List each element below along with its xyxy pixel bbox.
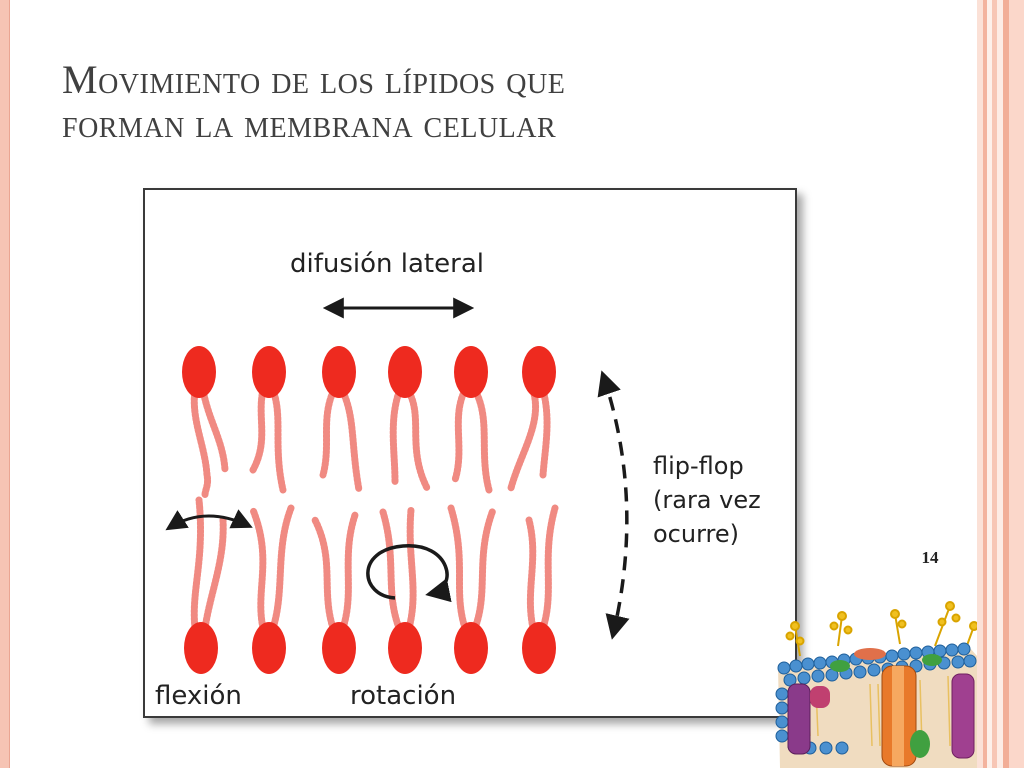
right-decorative-stripes — [977, 0, 1024, 768]
bottom-lipid — [379, 506, 422, 674]
lipid-head — [454, 622, 488, 674]
slide-title: Movimiento de los lípidos que forman la … — [62, 58, 942, 146]
membrane-protein — [787, 683, 811, 755]
glycan-chains — [785, 601, 977, 657]
top-lipid — [388, 346, 431, 492]
bottom-lipid — [184, 496, 227, 674]
bottom-lipid — [249, 504, 295, 674]
lipid-head — [322, 622, 356, 674]
lipid-head — [522, 346, 556, 398]
lipid-head — [252, 622, 286, 674]
label-lateral-diffusion: difusión lateral — [290, 249, 484, 279]
top-lipid — [182, 346, 229, 499]
lipid-head — [182, 346, 216, 398]
membrane-protein — [922, 654, 942, 666]
label-rotation: rotación — [350, 681, 456, 711]
top-lipid — [451, 346, 493, 494]
lipid-head — [252, 346, 286, 398]
lipid-head — [184, 622, 218, 674]
label-flexion: flexión — [155, 681, 242, 711]
label-rarely-2: ocurre) — [653, 520, 739, 548]
membrane-protein — [810, 686, 830, 708]
slide-title-line-1: Movimiento de los lípidos que — [62, 57, 566, 102]
lipid-head — [388, 346, 422, 398]
top-leaflet — [182, 346, 556, 499]
lipid-head — [388, 622, 422, 674]
top-lipid — [249, 346, 287, 494]
top-lipid — [507, 346, 556, 492]
lipid-head — [454, 346, 488, 398]
lipid-head — [322, 346, 356, 398]
membrane-protein — [854, 648, 886, 660]
label-flip-flop: flip-flop — [653, 452, 744, 480]
left-decorative-border — [0, 0, 10, 768]
slide-title-line-2: forman la membrana celular — [62, 101, 557, 146]
lipid-head — [522, 622, 556, 674]
page-number: 14 — [921, 548, 939, 567]
membrane-protein — [830, 660, 850, 672]
label-rarely-1: (rara vez — [653, 486, 761, 514]
lipid-movement-diagram: difusión lateral — [155, 249, 761, 711]
bottom-leaflet — [184, 496, 559, 674]
flip-flop-arrow — [597, 370, 630, 640]
rotation-arrow — [366, 544, 452, 603]
membrane-channel-pore — [892, 666, 904, 766]
membrane-protein — [951, 673, 975, 759]
cell-membrane-illustration — [775, 601, 977, 768]
bottom-lipid — [522, 504, 559, 674]
bottom-lipid — [311, 511, 359, 674]
flexion-arrow — [165, 509, 253, 531]
bottom-lipid — [447, 504, 497, 674]
membrane-protein — [910, 730, 930, 758]
lipid-movement-figure: difusión lateral — [143, 188, 797, 718]
top-lipid — [319, 346, 363, 494]
